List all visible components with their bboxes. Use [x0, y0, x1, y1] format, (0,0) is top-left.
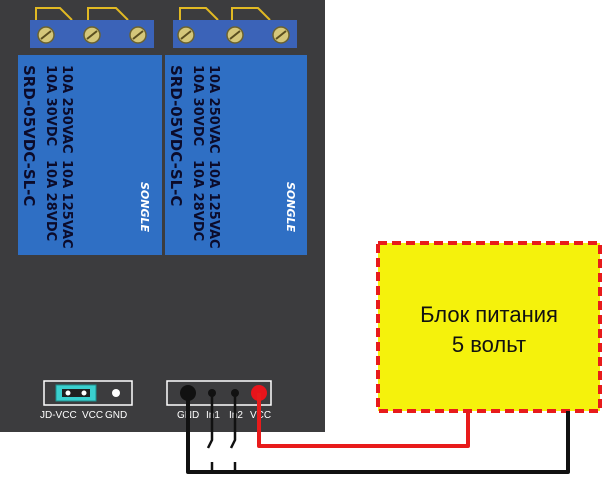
jumper-pin-gnd: [112, 389, 120, 397]
screw-terminal[interactable]: [129, 26, 147, 44]
relay-brand: SONGLE: [284, 182, 297, 233]
relay-rating-ac: 10A 250VAC: [206, 65, 221, 154]
screw-terminal[interactable]: [37, 26, 55, 44]
switch-in2: [229, 393, 237, 449]
terminal-screws: [37, 26, 290, 44]
jumper-header: JD-VCC VCC GND: [40, 380, 133, 421]
relay-rating-dc: 10A 30VDC: [43, 65, 58, 146]
relay-1: SRD-05VDC-SL-C 10A 30VDC 10A 250VAC 10A …: [18, 55, 162, 255]
screw-terminal[interactable]: [83, 26, 101, 44]
screw-terminal[interactable]: [177, 26, 195, 44]
relay-model: SRD-05VDC-SL-C: [167, 65, 185, 206]
power-supply-label-line1: Блок питания: [420, 302, 558, 327]
relay-2: SRD-05VDC-SL-C 10A 30VDC 10A 250VAC 10A …: [165, 55, 307, 255]
relay-rating-ac2: 10A 125VAC: [59, 160, 74, 249]
power-supply-box: Блок питания 5 вольт: [376, 241, 602, 413]
screw-terminal[interactable]: [272, 26, 290, 44]
terminal-leads: [35, 7, 271, 21]
screw-terminal[interactable]: [226, 26, 244, 44]
relay-rating-ac: 10A 250VAC: [59, 65, 74, 154]
wire-vcc: [257, 393, 470, 448]
relay-model: SRD-05VDC-SL-C: [20, 65, 38, 206]
jumper-label-gnd: GND: [105, 410, 127, 421]
relay-brand: SONGLE: [138, 182, 151, 233]
relay-rating-ac2: 10A 125VAC: [206, 160, 221, 249]
jumper-label-jdvcc: JD-VCC: [40, 410, 77, 421]
wire-gnd: [186, 393, 570, 474]
relay-rating-dc2: 10A 28VDC: [43, 160, 58, 241]
jumper-label-vcc: VCC: [82, 410, 103, 421]
wiring: [186, 393, 570, 474]
relay-rating-dc: 10A 30VDC: [190, 65, 205, 146]
relay-rating-dc2: 10A 28VDC: [190, 160, 205, 241]
power-supply-label-line2: 5 вольт: [452, 332, 526, 357]
switch-in1: [206, 393, 214, 449]
